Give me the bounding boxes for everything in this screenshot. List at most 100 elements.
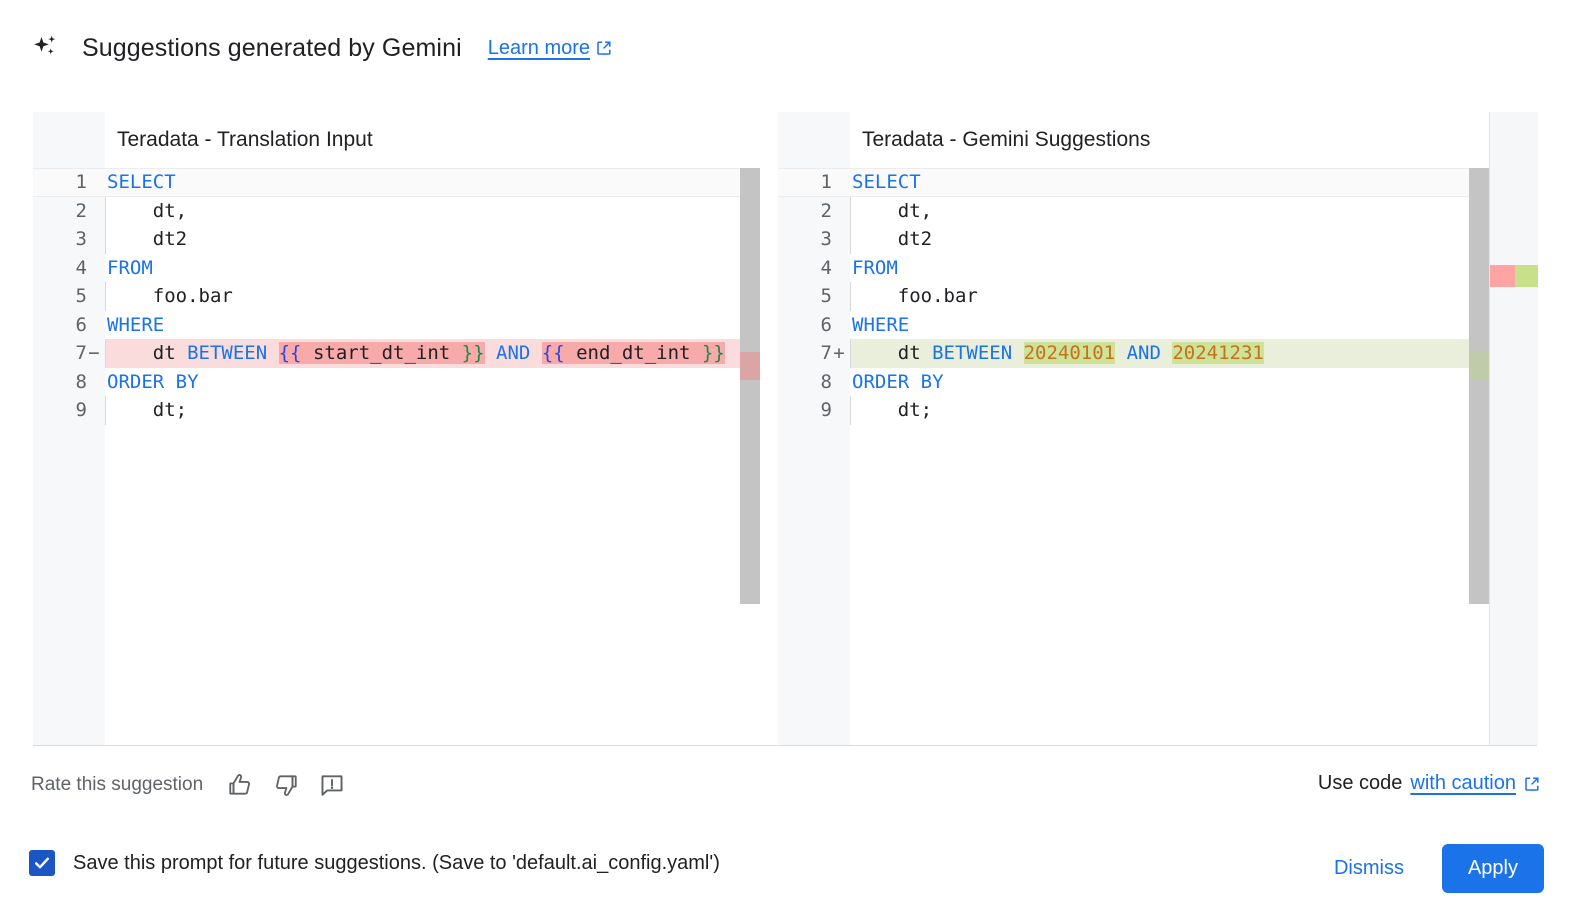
code-text: ORDER BY [850,368,1489,397]
code-token [1115,342,1126,364]
code-token: dt2 [852,228,933,250]
scrollbar-thumb-left[interactable] [740,168,760,604]
code-token [1161,342,1172,364]
indent-guide [850,282,851,311]
overview-marker-added [1515,265,1538,287]
code-line[interactable]: 9 dt; [33,396,760,425]
thumb-down-icon[interactable] [271,770,301,800]
code-token: ORDER BY [852,370,944,393]
pane-title-right: Teradata - Gemini Suggestions [778,112,1489,168]
code-token: 20241231 [1172,342,1264,364]
code-token: }} [461,342,485,364]
scrollbar-left[interactable] [740,168,760,745]
line-number: 4 [75,256,87,279]
code-token: SELECT [107,171,176,193]
code-token: FROM [852,256,898,279]
scrollbar-right[interactable] [1469,168,1489,745]
line-number: 5 [820,285,832,307]
code-line[interactable]: 3 dt2 [33,225,760,254]
scrollbar-thumb-right[interactable] [1469,168,1489,604]
line-number: 8 [75,370,87,393]
code-line[interactable]: 7+ dt BETWEEN 20240101 AND 20241231 [778,339,1489,368]
apply-button[interactable]: Apply [1441,844,1544,893]
code-token: {{ [278,342,302,364]
code-line[interactable]: 2 dt, [33,196,760,225]
use-code-notice: Use code with caution [1318,772,1540,795]
code-line[interactable]: 3 dt2 [778,225,1489,254]
code-token: SELECT [852,171,921,193]
line-number: 5 [75,285,87,307]
code-token: {{ [541,342,565,364]
code-line[interactable]: 6 WHERE [33,311,760,340]
code-line[interactable]: 5 foo.bar [778,282,1489,311]
line-number: 6 [75,313,87,336]
line-number: 2 [820,199,832,222]
line-number-gutter-left [33,112,105,745]
overview-marker-removed [1490,265,1515,287]
code-token: BETWEEN [187,342,268,364]
code-token: BETWEEN [932,342,1013,364]
code-text: WHERE [105,311,760,340]
suggestions-header: Suggestions generated by Gemini Learn mo… [0,0,1574,96]
indent-guide [850,339,851,368]
code-line[interactable]: 4 FROM [33,254,760,283]
code-line[interactable]: 7− dt BETWEEN {{ start_dt_int }} AND {{ … [33,339,760,368]
code-token [267,342,278,364]
diff-marker: + [833,342,845,364]
report-feedback-icon[interactable] [317,770,347,800]
indent-guide [850,396,851,425]
line-number: 7− [33,339,105,368]
code-token: dt, [107,199,188,222]
indent-guide [105,196,106,225]
line-number: 9 [75,399,87,421]
code-token: dt [852,342,933,364]
code-text: dt BETWEEN 20240101 AND 20241231 [850,339,1489,368]
code-token: dt2 [107,228,188,250]
code-token: start_dt_int [301,342,462,364]
code-text: dt, [105,196,760,225]
code-token [1012,342,1023,364]
code-token: dt; [107,399,188,421]
code-token: }} [701,342,725,364]
pane-separator [760,112,778,745]
scrollbar-diff-marker-added [1469,352,1489,380]
overview-ruler[interactable] [1489,112,1538,745]
page-title: Suggestions generated by Gemini [82,33,462,62]
code-text: dt, [850,196,1489,225]
code-text: WHERE [850,311,1489,340]
learn-more-link[interactable]: Learn more [488,37,612,60]
code-text: dt2 [850,225,1489,254]
with-caution-link[interactable]: with caution [1410,772,1516,794]
thumb-up-icon[interactable] [225,770,255,800]
rate-bar: Rate this suggestion Use code with cauti… [0,756,1574,822]
code-line[interactable]: 2 dt, [778,196,1489,225]
code-token: WHERE [107,313,165,336]
code-line[interactable]: 5 foo.bar [33,282,760,311]
code-line[interactable]: 9 dt; [778,396,1489,425]
code-token: dt [107,342,188,364]
code-line[interactable]: 8 ORDER BY [778,368,1489,397]
use-code-prefix: Use code [1317,772,1403,794]
indent-guide [850,196,851,225]
code-text: dt BETWEEN {{ start_dt_int }} AND {{ end… [105,339,760,368]
code-token: foo.bar [107,285,233,307]
external-link-icon[interactable] [1524,776,1540,792]
code-token: dt; [852,399,933,421]
indent-guide [105,339,106,368]
checkmark-icon [35,857,49,869]
code-text: SELECT [850,168,1489,197]
dismiss-button[interactable]: Dismiss [1322,847,1416,890]
code-text: FROM [105,254,760,283]
save-prompt-checkbox[interactable] [29,850,55,876]
indent-guide [105,396,106,425]
line-number: 8 [820,370,832,393]
code-token: WHERE [852,313,910,336]
